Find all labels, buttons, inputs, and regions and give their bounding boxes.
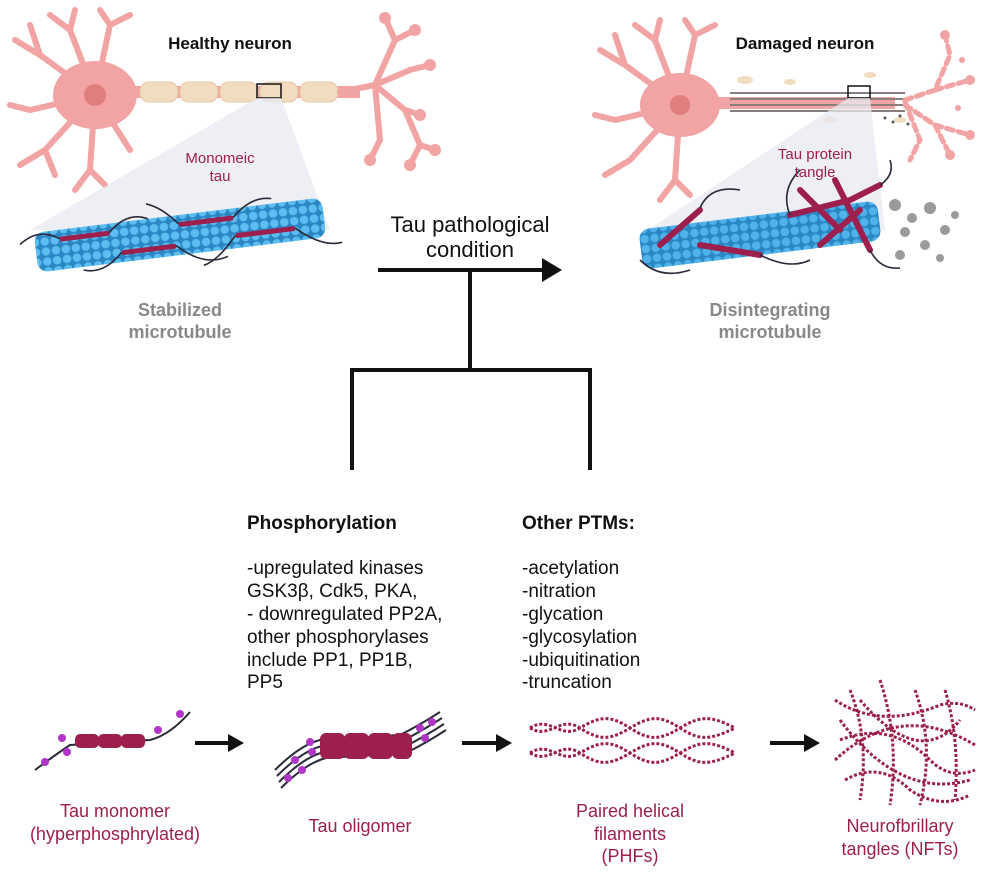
branch-connector (350, 270, 592, 470)
pathology-arrow (378, 258, 562, 282)
healthy-neuron-title: Healthy neuron (168, 34, 292, 53)
other-ptms-body: -acetylation -nitration -glycation -glyc… (522, 558, 641, 694)
other-ptms-block: Other PTMs: -acetylation -nitration -gly… (522, 490, 722, 718)
tau-monomer-illustration (34, 710, 191, 771)
pathological-condition-label: Tau pathological condition (390, 212, 550, 263)
phosphorylation-body: -upregulated kinases GSK3β, Cdk5, PKA, -… (247, 558, 443, 694)
healthy-neuron (7, 7, 441, 272)
stabilized-microtubule-label: Stabilized microtubule (128, 300, 232, 342)
phosphorylation-block: Phosphorylation -upregulated kinases GSK… (247, 490, 497, 718)
phf-illustration (529, 717, 736, 764)
phosphorylation-title: Phosphorylation (247, 512, 397, 534)
tau-oligomer-illustration (274, 711, 447, 789)
arrow-3 (770, 734, 820, 752)
disintegrating-microtubule-label: Disintegrating microtubule (709, 300, 831, 342)
arrow-2 (462, 734, 512, 752)
stage-label-oligomer: Tau oligomer (308, 816, 412, 836)
damaged-neuron (592, 17, 975, 275)
arrow-1 (195, 734, 244, 752)
tau-tangle-label: Tau protein tangle (777, 146, 853, 181)
other-ptms-title: Other PTMs: (522, 512, 635, 534)
damaged-neuron-title: Damaged neuron (735, 34, 875, 53)
monomeric-tau-label: Monomeic tau (185, 150, 255, 185)
stage-label-monomer: Tau monomer (hyperphosphrylated) (29, 801, 201, 844)
nft-illustration (833, 679, 976, 806)
stage-label-nft: Neurofbrillary tangles (NFTs) (841, 816, 959, 859)
stage-label-phf: Paired helical filaments (PHFs) (575, 801, 685, 866)
